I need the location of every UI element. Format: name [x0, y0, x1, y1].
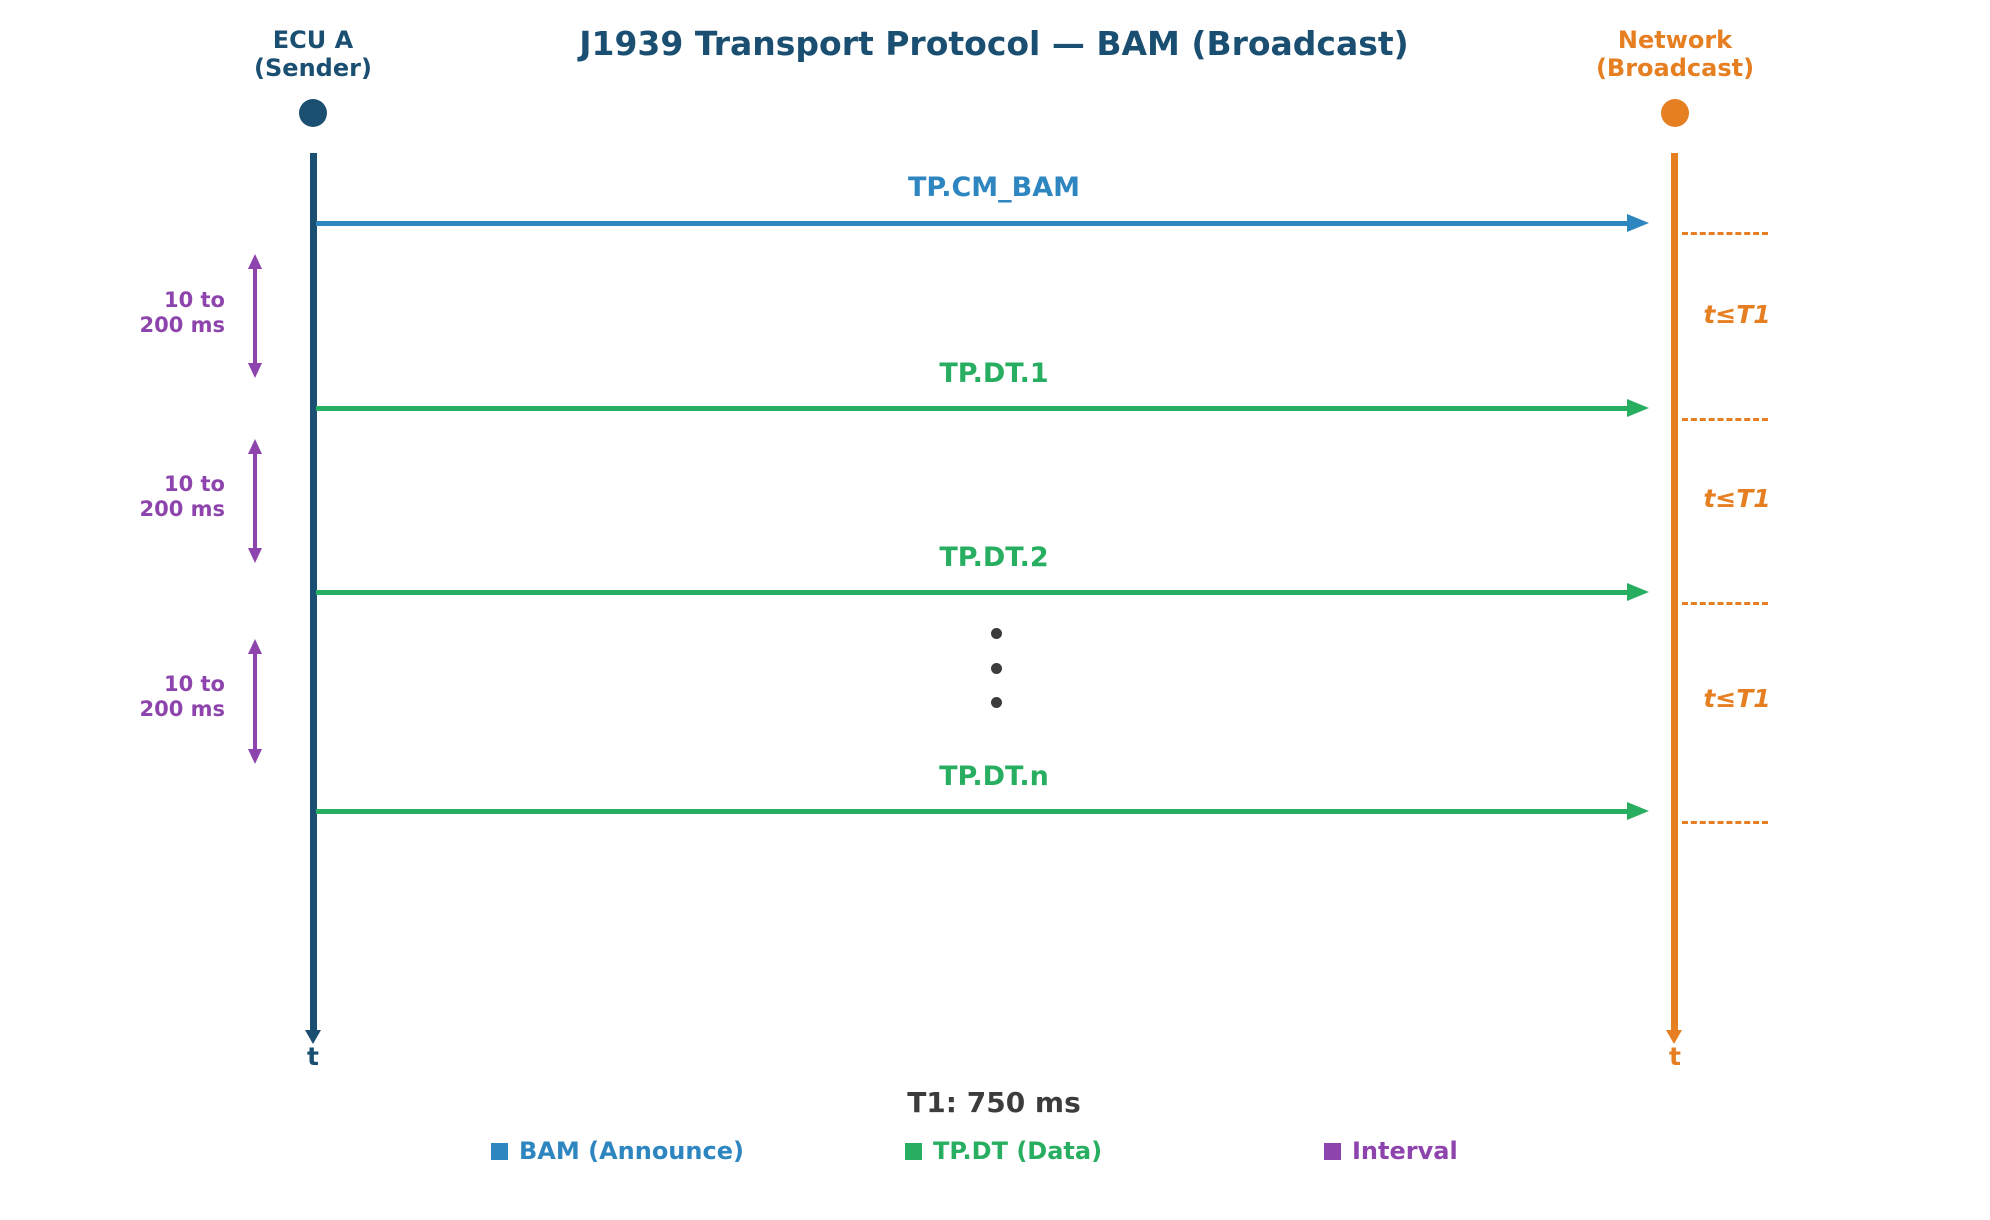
legend-swatch-interval-icon [1324, 1142, 1341, 1160]
interval-arrow-shaft [253, 649, 257, 754]
lifeline-name-ecu-a: ECU A [272, 26, 354, 54]
arrowhead-down-icon [248, 749, 262, 764]
reception-dash-1 [1682, 232, 1768, 235]
lifeline-role-sender: (Sender) [254, 54, 372, 83]
reception-dash-2 [1682, 418, 1768, 421]
interval-label-2: 10 to 200 ms [105, 472, 225, 522]
interval-arrow-shaft [253, 449, 257, 553]
interval-label-line1: 10 to [163, 672, 225, 696]
legend-swatch-bam-icon [491, 1142, 508, 1160]
lifeline-network [1671, 153, 1678, 1031]
message-arrow-tp-cm-bam [316, 213, 1649, 232]
message-arrow-tp-dt-1 [316, 398, 1649, 417]
lifeline-network-arrowhead-icon [1666, 1030, 1682, 1044]
timer-annotation-3: t≤T1 [1703, 684, 1771, 713]
arrowhead-down-icon [248, 363, 262, 378]
legend-item-interval: Interval [1324, 1137, 1458, 1165]
arrowhead-right-icon [1627, 213, 1649, 232]
arrowhead-right-icon [1627, 398, 1649, 417]
legend-label-bam: BAM (Announce) [519, 1137, 744, 1165]
interval-label-line1: 10 to [163, 472, 225, 496]
arrow-shaft [316, 220, 1629, 226]
lifeline-header-network: Network (Broadcast) [1596, 26, 1754, 83]
diagram-title: J1939 Transport Protocol — BAM (Broadcas… [579, 24, 1409, 63]
interval-label-3: 10 to 200 ms [105, 672, 225, 722]
message-arrow-tp-dt-n [316, 801, 1649, 820]
time-axis-label-sender: t [307, 1042, 319, 1071]
timer-annotation-2: t≤T1 [1703, 484, 1771, 513]
lifeline-role-broadcast: (Broadcast) [1595, 54, 1755, 83]
message-label-tp-dt-2: TP.DT.2 [939, 542, 1049, 573]
message-arrow-tp-dt-2 [316, 582, 1649, 601]
lifeline-header-ecu-a: ECU A (Sender) [254, 26, 372, 83]
interval-label-line2: 200 ms [139, 497, 225, 522]
lifeline-sender-arrowhead-icon [305, 1030, 321, 1044]
lifeline-sender [310, 153, 317, 1031]
interval-label-line2: 200 ms [139, 313, 225, 338]
arrowhead-up-icon [248, 439, 262, 454]
interval-double-arrow-1 [248, 254, 262, 378]
interval-double-arrow-3 [248, 639, 262, 764]
interval-label-1: 10 to 200 ms [105, 288, 225, 338]
timer-annotation-1: t≤T1 [1703, 300, 1771, 329]
lifeline-name-network: Network [1617, 26, 1733, 54]
arrow-shaft [316, 808, 1629, 814]
legend-item-bam: BAM (Announce) [491, 1137, 744, 1165]
interval-arrow-shaft [253, 264, 257, 368]
lifeline-dot-sender [299, 99, 327, 127]
reception-dash-4 [1682, 821, 1768, 824]
ellipsis-dot [991, 663, 1002, 674]
ellipsis-dot [991, 697, 1002, 708]
arrowhead-down-icon [248, 548, 262, 563]
arrow-shaft [316, 405, 1629, 411]
message-label-tp-dt-n: TP.DT.n [939, 761, 1049, 792]
interval-double-arrow-2 [248, 439, 262, 563]
arrowhead-right-icon [1627, 801, 1649, 820]
time-axis-label-network: t [1669, 1042, 1681, 1071]
message-label-tp-dt-1: TP.DT.1 [939, 358, 1049, 389]
legend-label-tpdt: TP.DT (Data) [933, 1137, 1103, 1165]
interval-label-line2: 200 ms [139, 697, 225, 722]
arrowhead-up-icon [248, 254, 262, 269]
ellipsis-dot [991, 628, 1002, 639]
interval-label-line1: 10 to [163, 288, 225, 312]
arrowhead-right-icon [1627, 582, 1649, 601]
legend-item-tpdt: TP.DT (Data) [905, 1137, 1102, 1165]
arrow-shaft [316, 589, 1629, 595]
message-label-tp-cm-bam: TP.CM_BAM [907, 172, 1081, 203]
legend-swatch-tpdt-icon [905, 1142, 922, 1160]
legend-label-interval: Interval [1352, 1137, 1458, 1165]
reception-dash-3 [1682, 602, 1768, 605]
timer-definition-note: T1: 750 ms [907, 1086, 1081, 1119]
arrowhead-up-icon [248, 639, 262, 654]
lifeline-dot-network [1661, 99, 1689, 127]
